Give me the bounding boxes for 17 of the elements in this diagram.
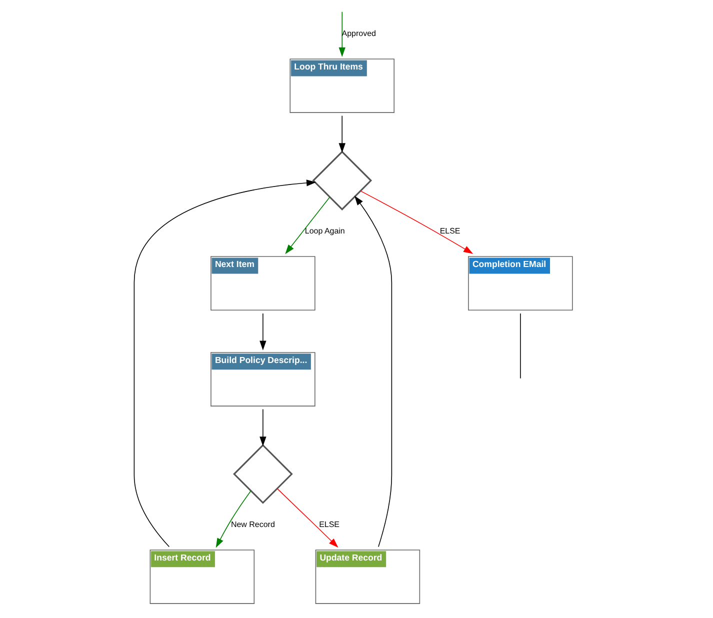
node-diamond — [233, 444, 293, 504]
arrow — [134, 180, 316, 548]
edge-label: Loop Again — [304, 226, 345, 236]
node-diamond — [312, 150, 372, 210]
arrow — [260, 408, 266, 446]
arrow — [338, 11, 346, 57]
arrow — [360, 190, 474, 254]
edge-label: ELSE — [440, 226, 460, 236]
arrow — [285, 196, 330, 254]
arrow — [276, 488, 338, 548]
edge-label: ELSE — [319, 520, 340, 529]
edge-label: New Record — [230, 520, 275, 529]
arrow — [338, 115, 346, 153]
arrow — [354, 196, 392, 548]
arrow — [260, 313, 266, 350]
connector — [520, 313, 521, 379]
arrow — [216, 490, 252, 548]
